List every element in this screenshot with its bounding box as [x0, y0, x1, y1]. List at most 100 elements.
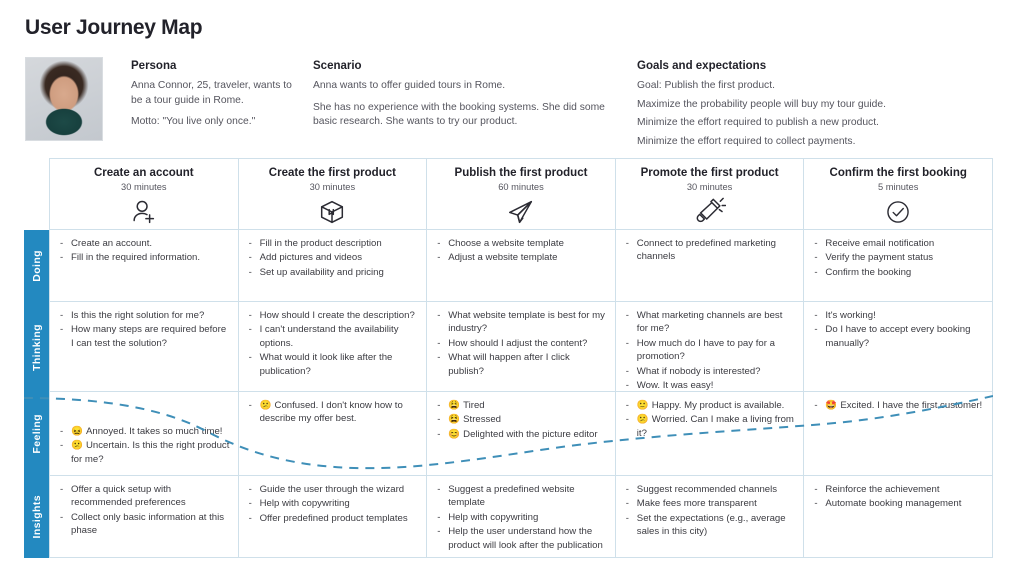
cell-list: Suggest recommended channelsMake fees mo…	[624, 483, 796, 539]
goals-block: Goals and expectations Goal: Publish the…	[637, 60, 997, 153]
cell-list: Receive email notificationVerify the pay…	[812, 237, 984, 280]
list-item: 😊Delighted with the picture editor	[435, 428, 607, 442]
cell-list: Suggest a predefined website templateHel…	[435, 483, 607, 552]
list-item-text: Receive email notification	[825, 238, 935, 249]
list-item: Confirm the booking	[812, 266, 984, 280]
list-item-text: Offer a quick setup with recommended pre…	[71, 484, 186, 509]
cell-doing-2[interactable]: Choose a website templateAdjust a websit…	[426, 230, 615, 302]
list-item-text: Do I have to accept every booking manual…	[825, 324, 971, 349]
cell-thinking-4[interactable]: It's working! Do I have to accept every b…	[803, 302, 992, 392]
list-item-text: What website template is best for my ind…	[448, 310, 605, 335]
cell-feeling-4[interactable]: 🤩Excited. I have the first customer!	[803, 392, 992, 476]
emoji-icon: 🙂	[636, 400, 649, 411]
list-item: Guide the user through the wizard	[247, 483, 419, 497]
list-item: Connect to predefined marketing channels	[624, 237, 796, 264]
list-item: Choose a website template	[435, 237, 607, 251]
cell-insights-2[interactable]: Suggest a predefined website templateHel…	[426, 476, 615, 558]
cell-doing-1[interactable]: Fill in the product descriptionAdd pictu…	[237, 230, 427, 302]
list-item-text: Help the user understand how the product…	[448, 526, 603, 551]
list-item-text: Stressed	[463, 414, 502, 426]
list-item-text: Choose a website template	[448, 238, 564, 249]
emoji-icon: 😫	[448, 414, 461, 426]
row-label-feeling: Feeling	[24, 392, 49, 476]
list-item: Offer predefined product templates	[247, 512, 419, 526]
stage-name: Confirm the first booking	[829, 167, 967, 179]
cell-list: Create an account.Fill in the required i…	[58, 237, 230, 265]
list-item: Do I have to accept every booking manual…	[812, 323, 984, 350]
emoji-icon: 😖	[71, 426, 83, 437]
list-item-text: Suggest recommended channels	[636, 484, 778, 495]
cell-insights-3[interactable]: Suggest recommended channelsMake fees mo…	[614, 476, 804, 558]
list-item: Create an account.	[58, 237, 230, 251]
list-item: Adjust a website template	[435, 251, 607, 265]
stage-name: Publish the first product	[454, 167, 588, 179]
list-item: Fill in the product description	[247, 237, 419, 251]
list-item-text: What would it look like after the public…	[259, 352, 393, 377]
persona-avatar	[25, 57, 103, 141]
grid-corner	[24, 158, 49, 230]
list-item: 😖Annoyed. It takes so much time!	[58, 425, 230, 439]
list-item-text: How much do I have to pay for a promotio…	[636, 337, 775, 363]
list-item: 😫Stressed	[435, 413, 607, 427]
cell-doing-0[interactable]: Create an account.Fill in the required i…	[49, 230, 238, 302]
list-item-text: Add pictures and videos	[259, 252, 362, 264]
cell-feeling-0[interactable]: 😖Annoyed. It takes so much time!😕Uncerta…	[49, 392, 238, 476]
list-item: Suggest recommended channels	[624, 483, 796, 497]
stage-name: Create an account	[93, 167, 194, 179]
list-item: How many steps are required before I can…	[58, 323, 230, 350]
list-item-text: Uncertain. Is this the right product for…	[71, 440, 230, 465]
list-item: Help the user understand how the product…	[435, 525, 607, 552]
list-item: What website template is best for my ind…	[435, 309, 607, 336]
cell-insights-0[interactable]: Offer a quick setup with recommended pre…	[49, 476, 238, 558]
list-item-text: Tired	[463, 400, 485, 411]
list-item-text: Worried. Can I make a living from it?	[636, 414, 794, 439]
list-item: 🙂Happy. My product is available.	[624, 399, 796, 413]
cell-thinking-0[interactable]: Is this the right solution for me? How ma…	[49, 302, 238, 392]
cell-insights-4[interactable]: Reinforce the achievementAutomate bookin…	[803, 476, 992, 558]
cell-doing-3[interactable]: Connect to predefined marketing channels	[614, 230, 804, 302]
stage-duration: 30 minutes	[686, 182, 733, 192]
cell-list: 😩Tired😫Stressed😊Delighted with the pictu…	[435, 399, 607, 442]
cell-insights-1[interactable]: Guide the user through the wizardHelp wi…	[237, 476, 427, 558]
list-item-text: Help with copywriting	[448, 511, 539, 523]
list-item-text: It's working!	[825, 310, 876, 321]
cell-feeling-3[interactable]: 🙂Happy. My product is available.😕Worried…	[614, 392, 804, 476]
list-item: Suggest a predefined website template	[435, 483, 607, 510]
list-item-text: I can't understand the availability opti…	[259, 324, 399, 349]
list-item: Verify the payment status	[812, 251, 984, 265]
list-item-text: Automate booking management	[825, 498, 962, 510]
list-item-text: What marketing channels are best for me?	[636, 310, 783, 335]
goal-item: Minimize the effort required to publish …	[637, 117, 879, 128]
goal-item: Minimize the effort required to collect …	[637, 135, 856, 147]
list-item: I can't understand the availability opti…	[247, 323, 419, 350]
row-label-insights: Insights	[24, 476, 49, 558]
list-item: Is this the right solution for me?	[58, 309, 230, 323]
cell-feeling-1[interactable]: 😕Confused. I don't know how to describe …	[237, 392, 427, 476]
emoji-icon: 🤩	[825, 400, 838, 411]
list-item-text: How many steps are required before I can…	[71, 324, 227, 349]
list-item-text: Is this the right solution for me?	[71, 310, 205, 321]
cell-thinking-2[interactable]: What website template is best for my ind…	[426, 302, 615, 392]
scenario-block: Scenario Anna wants to offer guided tour…	[313, 60, 613, 137]
emoji-icon: 😕	[636, 414, 649, 426]
cell-doing-4[interactable]: Receive email notificationVerify the pay…	[803, 230, 992, 302]
cell-feeling-2[interactable]: 😩Tired😫Stressed😊Delighted with the pictu…	[426, 392, 615, 476]
persona-description: Anna Connor, 25, traveler, wants to be a…	[131, 80, 292, 106]
list-item-text: What will happen after I click publish?	[448, 352, 570, 377]
cell-list: Connect to predefined marketing channels	[624, 237, 796, 264]
list-item-text: Delighted with the picture editor	[463, 428, 598, 440]
megaphone-icon	[694, 197, 726, 227]
cell-thinking-3[interactable]: What marketing channels are best for me?…	[614, 302, 804, 393]
cell-list: What marketing channels are best for me?…	[624, 309, 796, 393]
list-item-text: Excited. I have the first customer!	[840, 400, 983, 411]
goals-heading: Goals and expectations	[637, 60, 767, 72]
cell-thinking-1[interactable]: How should I create the description?I ca…	[237, 302, 427, 392]
cell-list: 🙂Happy. My product is available.😕Worried…	[624, 399, 796, 440]
cell-list: 😖Annoyed. It takes so much time!😕Uncerta…	[58, 425, 230, 466]
list-item-text: Connect to predefined marketing channels	[636, 238, 776, 263]
